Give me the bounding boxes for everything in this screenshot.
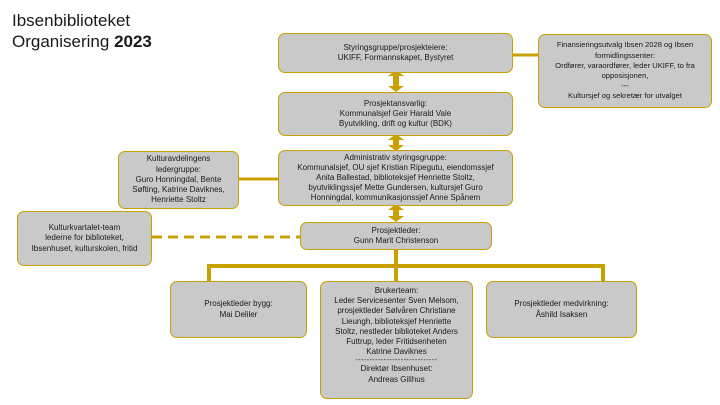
text-line: prosjektleder Sølvåren Christiane [337,306,456,316]
text-line: --- [621,81,629,91]
text-line: Åshild Isaksen [535,309,588,319]
text-line: Andreas Gilihus [368,374,425,384]
title-line-1: Ibsenbiblioteket [12,11,131,30]
title-line-2-text: Organisering [12,32,115,51]
box-finansiering: Finansieringsutvalg Ibsen 2028 og Ibsen … [538,34,712,108]
text-line: byutviklingssjef Mette Gundersen, kultur… [308,183,483,193]
text-line: Anita Ballestad, biblioteksjef Henriette… [316,172,475,182]
box-prosjektleder: Prosjektleder: Gunn Marit Christenson [300,222,492,250]
box-prosjektansvarlig: Prosjektansvarlig: Kommunalsjef Geir Har… [278,92,513,136]
text-line: Finansieringsutvalg Ibsen 2028 og Ibsen [556,40,694,50]
text-line: UKIFF, Formannskapet, Bystyret [337,53,454,62]
text-line: Leder Servicesenter Sven Melsom, [334,296,459,306]
text-line: Kommunalsjef Geir Harald Vale [339,108,452,118]
box-administrativ: Administrativ styringsgruppe: Kommunalsj… [278,150,513,206]
text-line: Administrativ styringsgruppe: [344,152,447,162]
box-kulturavdelingens: Kulturavdelingens ledergruppe: Guro Honn… [118,151,239,209]
text-line: Mai Deliler [219,309,258,319]
box-prosjektleder-bygg: Prosjektleder bygg: Mai Deliler [170,281,307,338]
text-line: Prosjektleder medvirkning: [514,299,609,309]
double-arrow-3 [388,204,404,222]
text-line: Gunn Marit Christenson [353,236,439,245]
text-line: Stoltz, nestleder biblioteket Anders [335,326,458,336]
text-line: Kultursjef og sekretær for utvalget [568,91,682,101]
text-line: Kommunalsjef, OU sjef Kristian Ripegutu,… [297,162,494,172]
page-title: Ibsenbiblioteket Organisering 2023 [12,10,152,52]
text-line: Prosjektansvarlig: [363,98,428,108]
text-line: formidlingssenter: [595,50,655,60]
box-brukerteam: Brukerteam: Leder Servicesenter Sven Mel… [320,281,473,399]
title-year: 2023 [114,32,152,51]
text-line: Ibsenhuset, kulturskolen, fritid [31,243,138,253]
text-line: Søfting, Katrine Daviknes, [132,185,225,195]
text-line: Byutvikling, drift og kultur (BDK) [339,119,452,129]
text-line: Styringsgruppe/prosjekteiere: [343,42,448,52]
text-line: opposisjonen, [601,71,649,80]
box-kulturkvartalet: Kulturkvartalet-team lederne for bibliot… [17,211,152,266]
text-line: Prosjektleder: [371,225,421,235]
text-line: Ordfører, varaordfører, leder UKIFF, to … [555,60,695,70]
box-prosjektleder-medvirkning: Prosjektleder medvirkning: Åshild Isakse… [486,281,637,338]
separator-line: ----------------------------- [355,357,438,365]
text-line: Henriette Stoltz [151,195,206,205]
text-line: Brukerteam: [374,286,419,295]
title-line-2: Organisering 2023 [12,31,152,52]
text-line: Prosjektleder bygg: [204,299,273,309]
text-line: ledergruppe: [156,164,201,174]
box-styringsgruppe: Styringsgruppe/prosjekteiere: UKIFF, For… [278,33,513,73]
double-arrow-1 [388,70,404,92]
double-arrow-2 [388,134,404,151]
text-line: Kulturavdelingens [146,154,211,164]
text-line: lederne for biblioteket, [45,233,124,243]
text-line: Kulturkvartalet-team [48,223,121,233]
text-line: Direktør Ibsenhuset: [360,364,433,374]
text-line: Futtrup, leder Fritidsenheten [346,337,447,347]
text-line: Guro Honningdal, Bente [135,174,222,184]
text-line: Lieungh, biblioteksjef Henriette [341,316,452,326]
text-line: Honningdal, kommunikasjonssjef Anne Spån… [310,193,481,203]
text-line: Katrine Daviknes [366,347,427,357]
